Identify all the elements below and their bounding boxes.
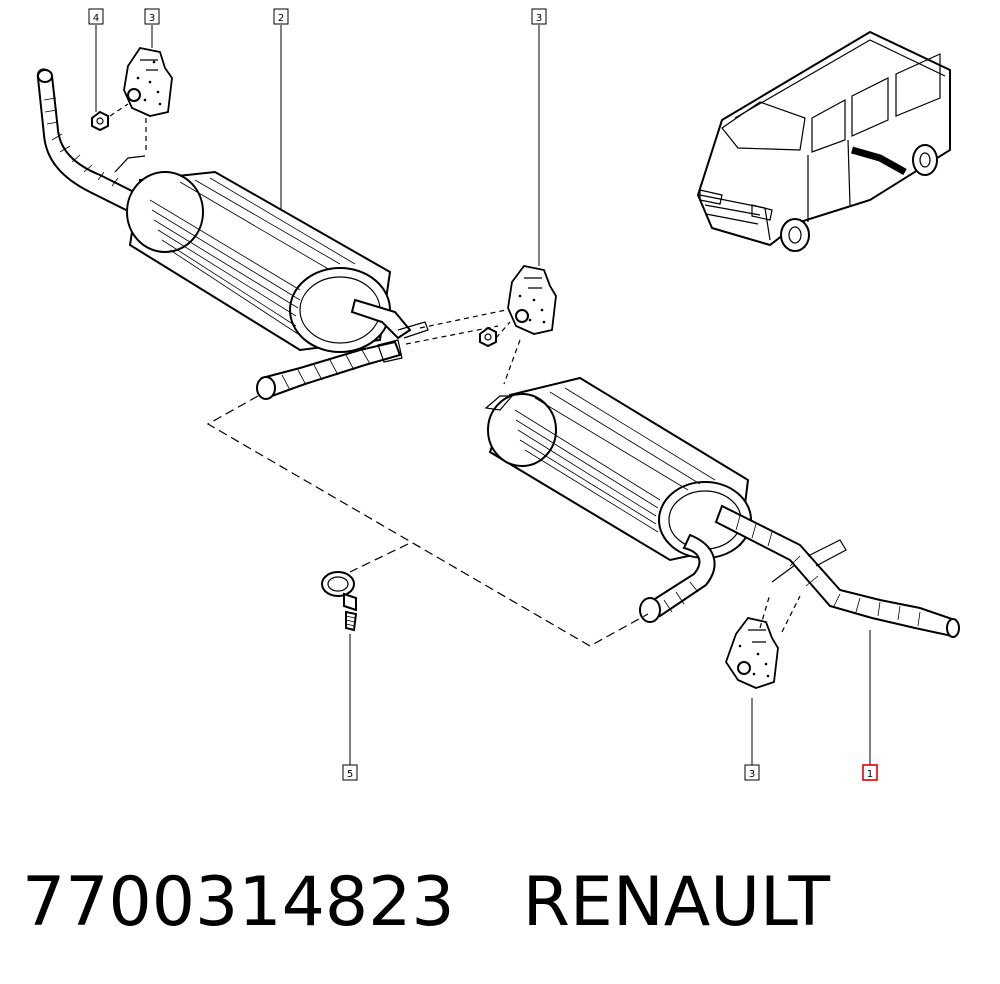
- callout-3-bottom: 3: [744, 764, 760, 781]
- svg-text:3: 3: [536, 13, 542, 24]
- rubber-mount-top: [123, 46, 173, 117]
- callout-3-top-left: 3: [144, 8, 160, 25]
- part-number: 7700314823: [22, 863, 455, 942]
- callout-1[interactable]: 1: [862, 764, 878, 781]
- brand-name: RENAULT: [522, 863, 831, 942]
- nut-middle: [479, 326, 497, 348]
- rubber-mount-middle: [507, 265, 557, 335]
- callout-4-top: 4: [88, 8, 104, 25]
- van-illustration: [696, 30, 951, 252]
- nut-top: [91, 110, 109, 132]
- clamp-assembly: [321, 571, 358, 632]
- intermediate-pipe: [256, 321, 429, 400]
- svg-text:5: 5: [347, 769, 353, 780]
- svg-text:3: 3: [749, 769, 755, 780]
- callout-3-top-middle: 3: [531, 8, 547, 25]
- svg-text:4: 4: [93, 13, 99, 24]
- callout-2: 2: [273, 8, 289, 25]
- assembly-guide-lines: [109, 103, 801, 647]
- callout-leaders: [95, 25, 871, 765]
- callout-5: 5: [342, 764, 358, 781]
- svg-text:2: 2: [278, 13, 284, 24]
- svg-text:3: 3: [149, 13, 155, 24]
- rubber-mount-bottom: [725, 616, 779, 689]
- rear-silencer: [484, 376, 752, 623]
- svg-text:1: 1: [867, 769, 873, 780]
- footer-caption: 7700314823 RENAULT: [22, 858, 982, 948]
- front-silencer: [36, 68, 412, 353]
- tailpipe: [714, 504, 960, 638]
